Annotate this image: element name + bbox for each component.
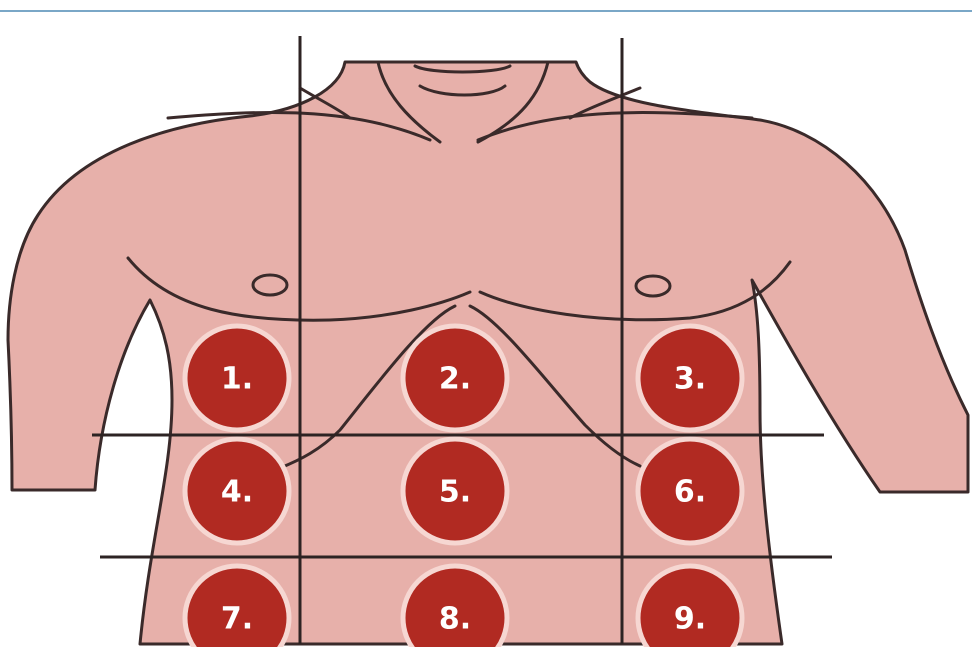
region-label-6: 6. [674,475,706,510]
region-marker-6: 6. [638,439,742,543]
region-marker-3: 3. [638,326,742,430]
region-marker-2: 2. [403,326,507,430]
region-marker-8: 8. [403,566,507,647]
region-label-7: 7. [221,602,253,637]
region-marker-9: 9. [638,566,742,647]
region-marker-1: 1. [185,326,289,430]
region-marker-4: 4. [185,439,289,543]
region-label-5: 5. [439,475,471,510]
region-markers: 1. 2. 3. 4. 5. 6. 7. 8. 9. [185,326,742,647]
region-label-8: 8. [439,602,471,637]
region-label-3: 3. [674,362,706,397]
region-marker-5: 5. [403,439,507,543]
region-marker-7: 7. [185,566,289,647]
region-label-9: 9. [674,602,706,637]
region-label-4: 4. [221,475,253,510]
region-label-1: 1. [221,362,253,397]
region-label-2: 2. [439,362,471,397]
